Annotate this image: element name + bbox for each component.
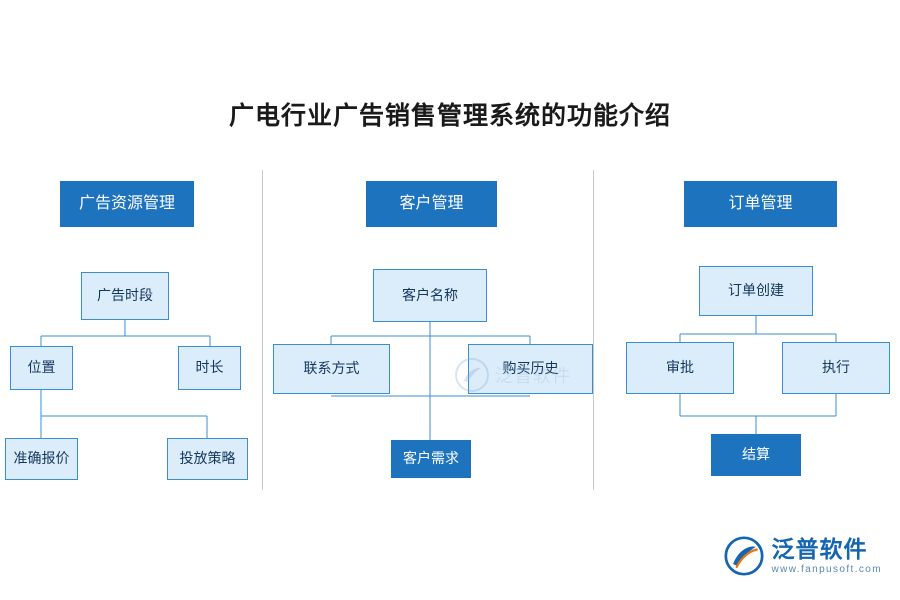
node-ad-timeslot[interactable]: 广告时段 xyxy=(81,272,169,320)
node-contact-method[interactable]: 联系方式 xyxy=(273,344,390,394)
node-accurate-quote[interactable]: 准确报价 xyxy=(5,438,78,480)
divider-1 xyxy=(262,170,263,490)
node-customer-name[interactable]: 客户名称 xyxy=(373,269,487,322)
node-settlement[interactable]: 结算 xyxy=(711,434,801,476)
node-position[interactable]: 位置 xyxy=(10,346,73,390)
node-purchase-history[interactable]: 购买历史 xyxy=(468,344,593,394)
node-execution[interactable]: 执行 xyxy=(782,342,890,394)
divider-2 xyxy=(593,170,594,490)
fanpu-logo-icon xyxy=(724,536,765,576)
node-duration[interactable]: 时长 xyxy=(178,346,241,390)
node-delivery-strategy[interactable]: 投放策略 xyxy=(167,438,248,480)
column-header-advertising-resource[interactable]: 广告资源管理 xyxy=(60,181,194,227)
column-header-customer-management[interactable]: 客户管理 xyxy=(366,181,497,227)
logo-text-en: www.fanpusoft.com xyxy=(771,563,882,575)
page-title: 广电行业广告销售管理系统的功能介绍 xyxy=(228,101,671,130)
brand-logo: 泛普软件 www.fanpusoft.com xyxy=(724,536,882,576)
column-header-order-management[interactable]: 订单管理 xyxy=(684,181,837,227)
node-customer-demand[interactable]: 客户需求 xyxy=(391,440,471,478)
node-order-create[interactable]: 订单创建 xyxy=(699,266,813,316)
node-approval[interactable]: 审批 xyxy=(626,342,734,394)
logo-text-cn: 泛普软件 xyxy=(771,536,868,563)
